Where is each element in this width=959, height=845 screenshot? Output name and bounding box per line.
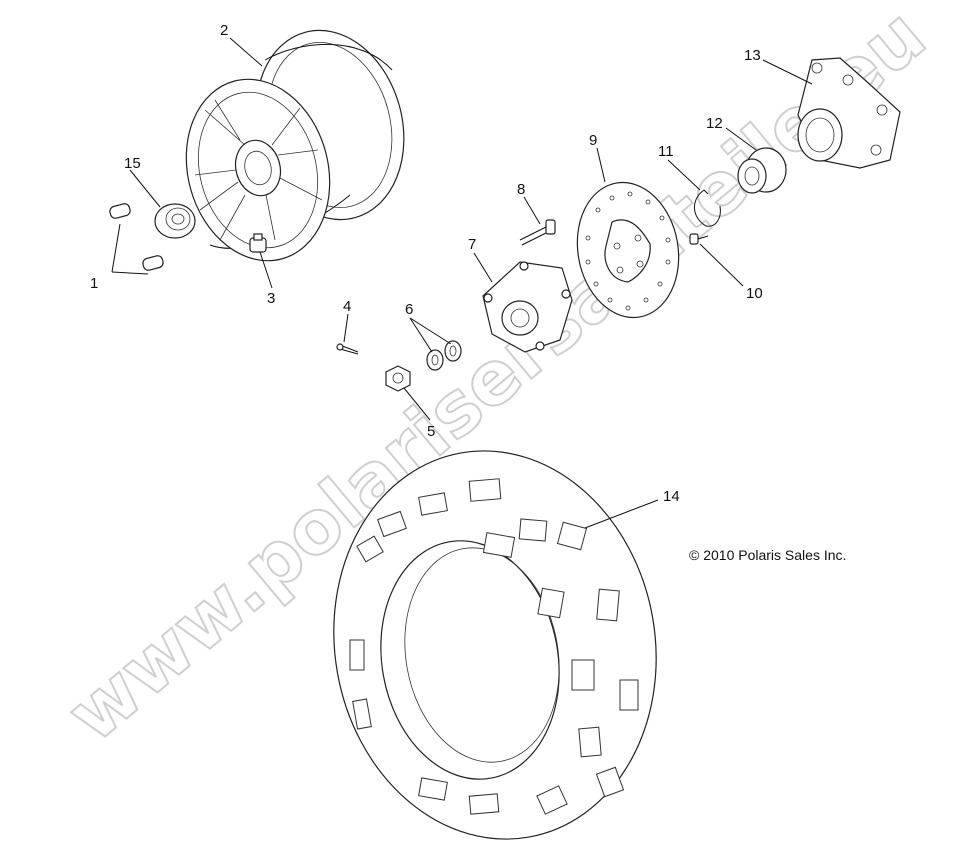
castle-nut-part — [385, 365, 411, 392]
snap-ring-part — [694, 189, 721, 227]
callout-2: 2 — [220, 22, 228, 39]
callout-14: 14 — [663, 488, 680, 505]
bearing-carrier-part — [797, 57, 901, 169]
callout-3: 3 — [267, 290, 275, 307]
washer-parts — [426, 340, 462, 371]
callout-10: 10 — [746, 285, 763, 302]
callout-7: 7 — [468, 236, 476, 253]
caliper-bolt-part — [689, 233, 709, 245]
callout-labels: 2 15 1 3 4 6 5 7 8 9 11 10 12 13 14 — [90, 22, 763, 505]
callout-9: 9 — [589, 132, 597, 149]
callout-4: 4 — [343, 298, 351, 315]
cotter-pin-part — [336, 343, 359, 355]
brake-disc-part — [576, 181, 680, 319]
callout-13: 13 — [744, 47, 761, 64]
wheel-hub-part — [482, 261, 573, 353]
tire-part — [333, 450, 657, 840]
valve-stem-part — [249, 233, 267, 253]
callout-12: 12 — [706, 115, 723, 132]
callout-6: 6 — [405, 301, 413, 318]
callout-15: 15 — [124, 155, 141, 172]
copyright-text: © 2010 Polaris Sales Inc. — [689, 547, 846, 563]
leader-lines — [111, 37, 813, 529]
pin-parts — [109, 203, 164, 271]
bolt-part — [519, 219, 556, 246]
wheel-rim-part — [185, 29, 405, 262]
callout-8: 8 — [517, 181, 525, 198]
bearing-part — [737, 147, 787, 194]
callout-5: 5 — [427, 423, 435, 440]
callout-1: 1 — [90, 275, 98, 292]
hub-cap-part — [154, 203, 196, 239]
callout-11: 11 — [658, 143, 674, 160]
